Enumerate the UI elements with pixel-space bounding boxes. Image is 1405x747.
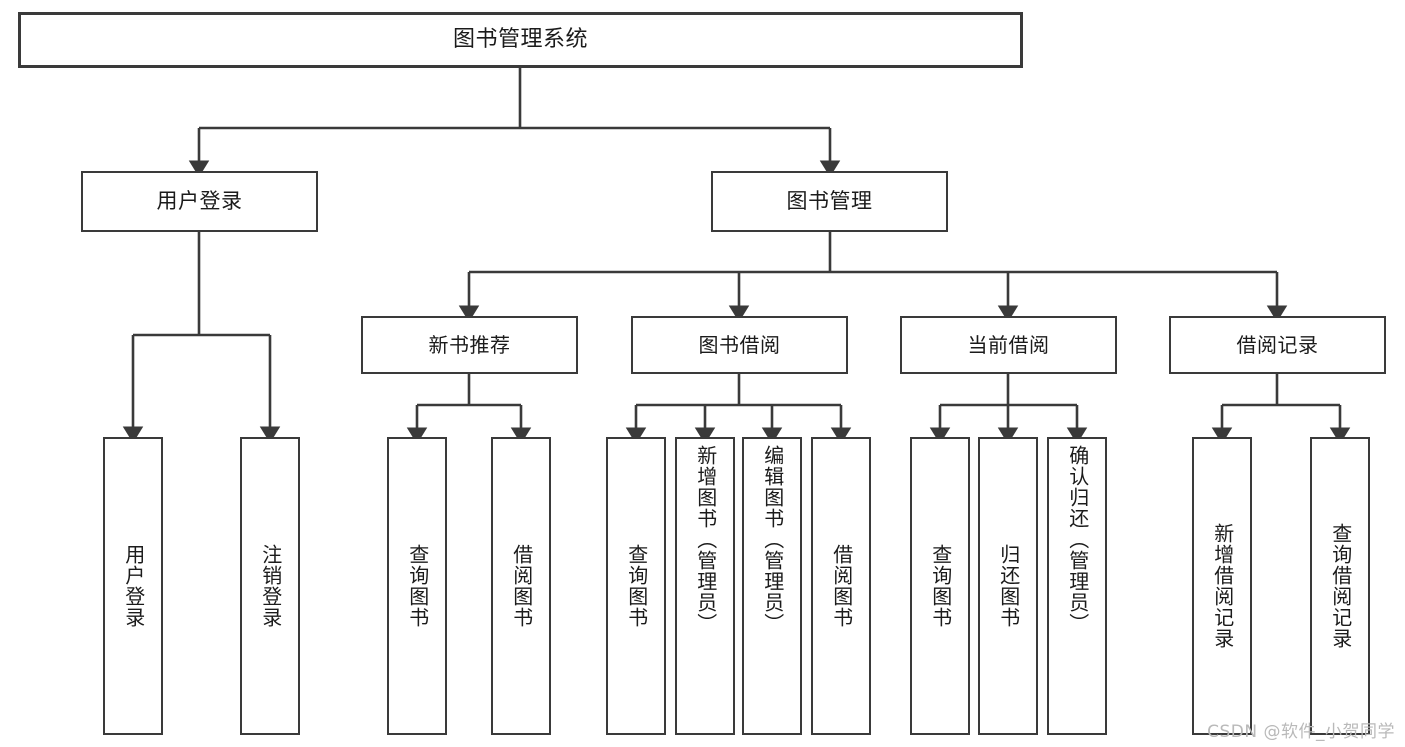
node-label: 归还图书 — [996, 544, 1021, 628]
node-leaf-return-book[interactable]: 归还图书 — [978, 437, 1038, 735]
node-label: 图书借阅 — [698, 333, 781, 357]
node-new-book-recommend[interactable]: 新书推荐 — [361, 316, 578, 374]
node-book-borrow[interactable]: 图书借阅 — [631, 316, 848, 374]
node-root-book-management-system[interactable]: 图书管理系统 — [18, 12, 1023, 68]
node-leaf-edit-book[interactable]: 编辑图书（管理员） — [742, 437, 802, 735]
node-label: 注销登录 — [258, 544, 283, 628]
node-label: 新增图书（管理员） — [693, 445, 718, 634]
node-book-manage[interactable]: 图书管理 — [711, 171, 948, 232]
node-leaf-query-book-2[interactable]: 查询图书 — [606, 437, 666, 735]
node-leaf-borrow-book-1[interactable]: 借阅图书 — [491, 437, 551, 735]
node-label: 图书管理系统 — [452, 26, 588, 52]
node-label: 借阅图书 — [829, 544, 854, 628]
node-label: 编辑图书（管理员） — [760, 445, 785, 634]
node-leaf-query-book-3[interactable]: 查询图书 — [910, 437, 970, 735]
node-label: 图书管理 — [786, 188, 873, 213]
node-leaf-borrow-book-2[interactable]: 借阅图书 — [811, 437, 871, 735]
node-leaf-add-book[interactable]: 新增图书（管理员） — [675, 437, 735, 735]
node-leaf-user-logout[interactable]: 注销登录 — [240, 437, 300, 735]
node-leaf-add-record[interactable]: 新增借阅记录 — [1192, 437, 1252, 735]
node-label: 确认归还（管理员） — [1065, 445, 1090, 634]
node-label: 用户登录 — [156, 188, 243, 213]
node-user-login[interactable]: 用户登录 — [81, 171, 318, 232]
node-borrow-record[interactable]: 借阅记录 — [1169, 316, 1386, 374]
node-label: 借阅图书 — [509, 544, 534, 628]
node-label: 当前借阅 — [967, 333, 1050, 357]
node-label: 借阅记录 — [1236, 333, 1319, 357]
node-label: 查询图书 — [928, 544, 953, 628]
node-label: 新增借阅记录 — [1210, 523, 1235, 649]
node-label: 查询图书 — [405, 544, 430, 628]
node-label: 查询借阅记录 — [1328, 523, 1353, 649]
node-label: 查询图书 — [624, 544, 649, 628]
node-leaf-user-login[interactable]: 用户登录 — [103, 437, 163, 735]
node-current-borrow[interactable]: 当前借阅 — [900, 316, 1117, 374]
node-label: 用户登录 — [121, 544, 146, 628]
node-leaf-confirm-return[interactable]: 确认归还（管理员） — [1047, 437, 1107, 735]
node-leaf-query-book-1[interactable]: 查询图书 — [387, 437, 447, 735]
node-label: 新书推荐 — [428, 333, 511, 357]
node-leaf-query-record[interactable]: 查询借阅记录 — [1310, 437, 1370, 735]
